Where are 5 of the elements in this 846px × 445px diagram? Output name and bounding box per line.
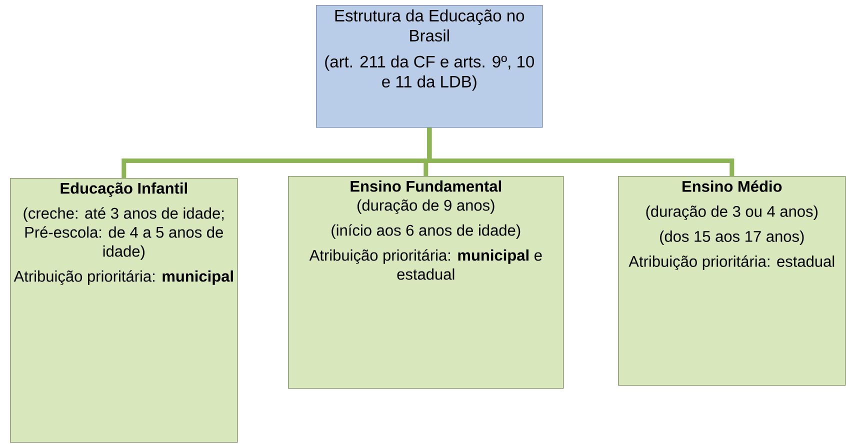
title-box: Estrutura da Educação no Brasil (art. 211 da CF e arts. 9º, 10 e 11 da LDB) xyxy=(316,5,543,128)
category-box: Ensino Fundamental (duração de 9 anos) (início aos 6 anos de idade) Atribuição prioritária: municipal e estadual xyxy=(288,176,564,389)
category-box: Educação Infantil (creche: até 3 anos de idade; Pré-escola: de 4 a 5 anos de idade) Atribuição prioritária: municipal xyxy=(10,178,238,443)
connector-line xyxy=(427,128,734,176)
category-box: Ensino Médio (duração de 3 ou 4 anos) (dos 15 aos 17 anos) Atribuição prioritária: estadual xyxy=(618,176,846,386)
